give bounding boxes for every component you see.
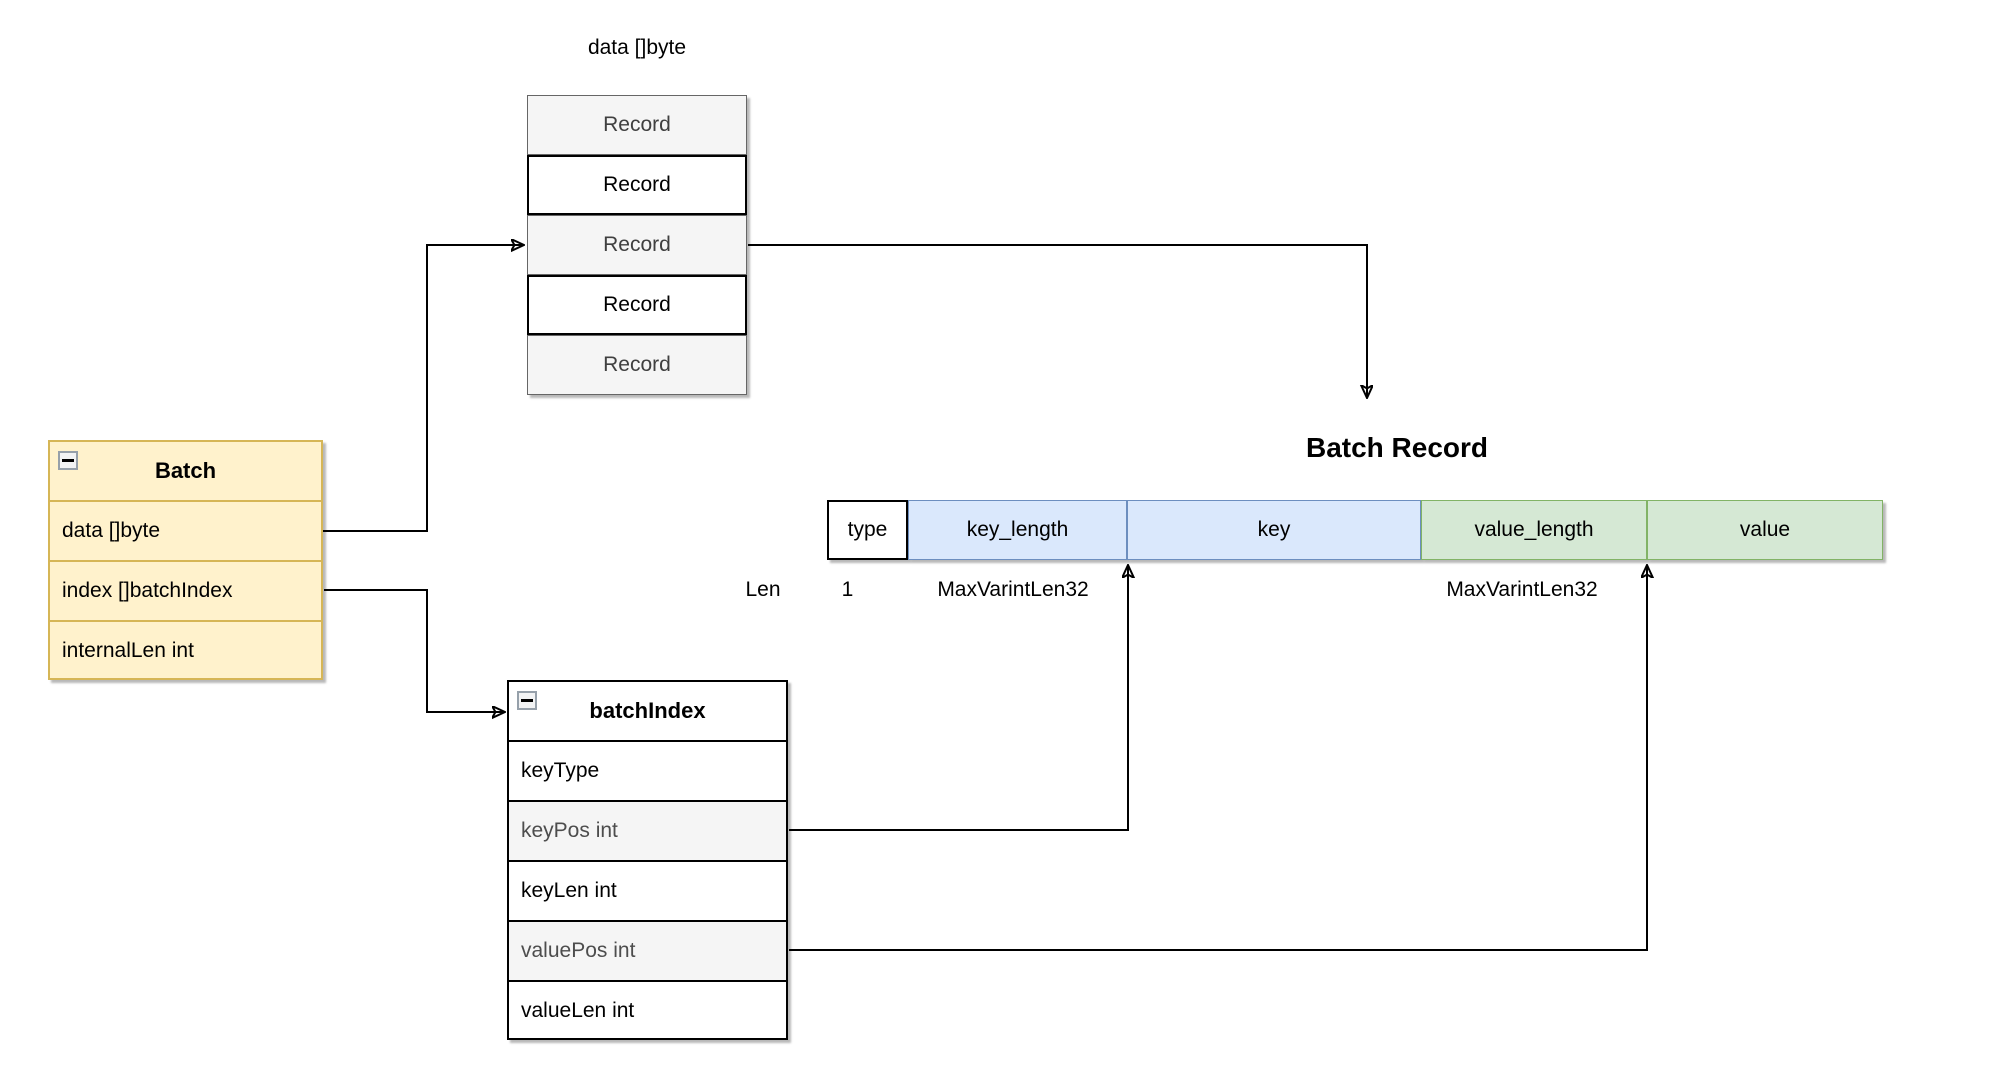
- connector-batch-index-to-batchindex: [324, 589, 504, 712]
- len-value-value: MaxVarintLen32: [1446, 578, 1598, 601]
- batchindex-field-keylen: keyLen int: [509, 860, 786, 920]
- connector-keypos-to-key: [789, 566, 1128, 831]
- batch-class-header: Batch: [50, 442, 321, 500]
- batch-record-cell-value: value: [1647, 500, 1883, 560]
- record-row: Record: [527, 275, 747, 335]
- record-row: Record: [527, 215, 747, 275]
- batchindex-class-box: batchIndex keyType keyPos int keyLen int…: [507, 680, 788, 1040]
- batch-record-title: Batch Record: [1305, 432, 1489, 463]
- batchindex-field-valuepos: valuePos int: [509, 920, 786, 980]
- batch-record-cell-type: type: [827, 500, 908, 560]
- batch-record-cell-value-length: value_length: [1421, 500, 1647, 560]
- batch-class-title: Batch: [154, 458, 217, 483]
- record-row: Record: [527, 155, 747, 215]
- collapse-minus-icon[interactable]: [517, 691, 537, 710]
- connector-record-to-batch-record: [748, 244, 1367, 397]
- batch-record-cell-key-length: key_length: [908, 500, 1127, 560]
- record-stack: Record Record Record Record Record: [527, 95, 747, 395]
- batch-record-cell-key: key: [1127, 500, 1421, 560]
- batch-class-box: Batch data []byte index []batchIndex int…: [48, 440, 323, 680]
- len-row-label: Len: [745, 578, 781, 601]
- record-row: Record: [527, 335, 747, 395]
- batchindex-field-valuelen: valueLen int: [509, 980, 786, 1040]
- batch-field-internallen: internalLen int: [50, 620, 321, 680]
- batchindex-field-keypos: keyPos int: [509, 800, 786, 860]
- batchindex-field-keytype: keyType: [509, 740, 786, 800]
- data-array-label: data []byte: [587, 36, 687, 59]
- collapse-minus-icon[interactable]: [58, 451, 78, 470]
- batch-field-data: data []byte: [50, 500, 321, 560]
- batchindex-class-title: batchIndex: [589, 698, 706, 723]
- batch-field-index: index []batchIndex: [50, 560, 321, 620]
- connector-valuepos-to-value: [789, 566, 1647, 951]
- batchindex-class-header: batchIndex: [509, 682, 786, 740]
- len-value-type: 1: [841, 578, 854, 601]
- connector-batch-data-to-records: [323, 245, 523, 532]
- record-row: Record: [527, 95, 747, 155]
- len-value-key: MaxVarintLen32: [937, 578, 1089, 601]
